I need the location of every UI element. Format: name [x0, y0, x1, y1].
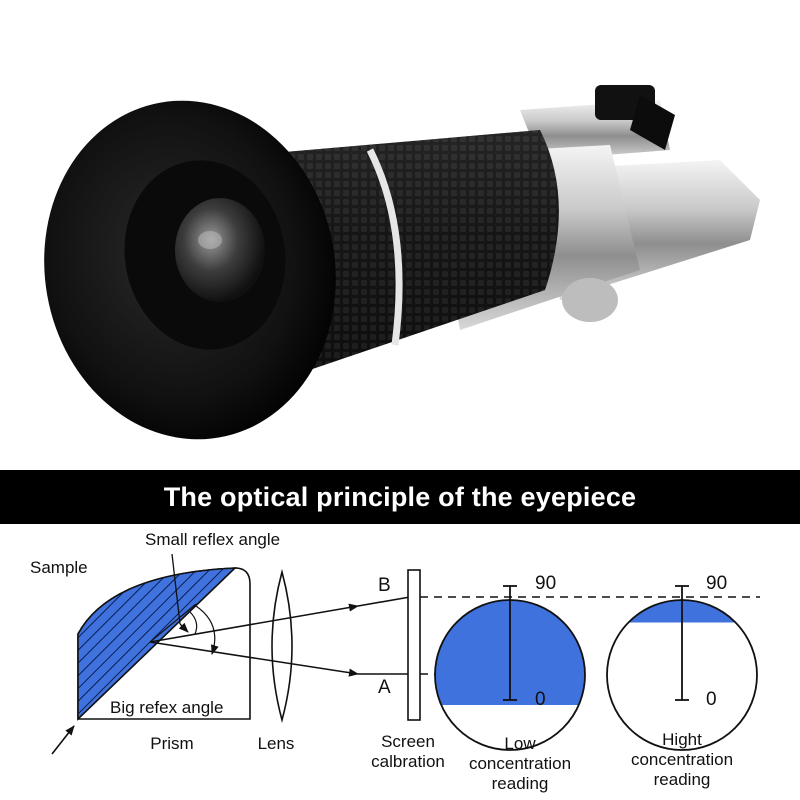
ray-b	[149, 603, 359, 643]
product-photo	[44, 85, 760, 440]
section-title-banner: The optical principle of the eyepiece	[0, 470, 800, 524]
point-a-label: A	[378, 677, 391, 698]
banner-title: The optical principle of the eyepiece	[163, 481, 637, 512]
ray-a	[149, 641, 359, 677]
lens-label: Lens	[257, 734, 295, 753]
screen-calibration-plate	[407, 569, 421, 721]
high-label-line1: Hight	[662, 730, 702, 749]
low-label-line2: concentration	[468, 754, 572, 773]
high-scale-top: 90	[706, 573, 728, 594]
high-scale-bottom: 0	[706, 689, 717, 710]
sample-label: Sample	[30, 558, 88, 577]
lens-shape	[271, 568, 293, 724]
small-reflex-angle-label: Small reflex angle	[145, 530, 281, 549]
prism-label: Prism	[150, 734, 194, 753]
high-label-line3: reading	[653, 770, 711, 789]
point-b-label: B	[378, 575, 391, 596]
optical-diagram: Sample Small reflex angle Big refex angl…	[0, 524, 800, 800]
screen-label-line2: calbration	[371, 752, 445, 771]
incident-arrow	[51, 725, 75, 755]
refractometer-icon	[44, 85, 760, 440]
low-label-line3: reading	[491, 774, 549, 793]
low-scale-top: 90	[535, 573, 557, 594]
low-scale-bottom: 0	[535, 689, 546, 710]
high-concentration-reading	[607, 600, 757, 623]
high-label-line2: concentration	[630, 750, 734, 769]
screen-label-line1: Screen	[381, 732, 435, 751]
big-refex-angle-label: Big refex angle	[110, 698, 224, 717]
low-label-line1: Low	[504, 734, 536, 753]
